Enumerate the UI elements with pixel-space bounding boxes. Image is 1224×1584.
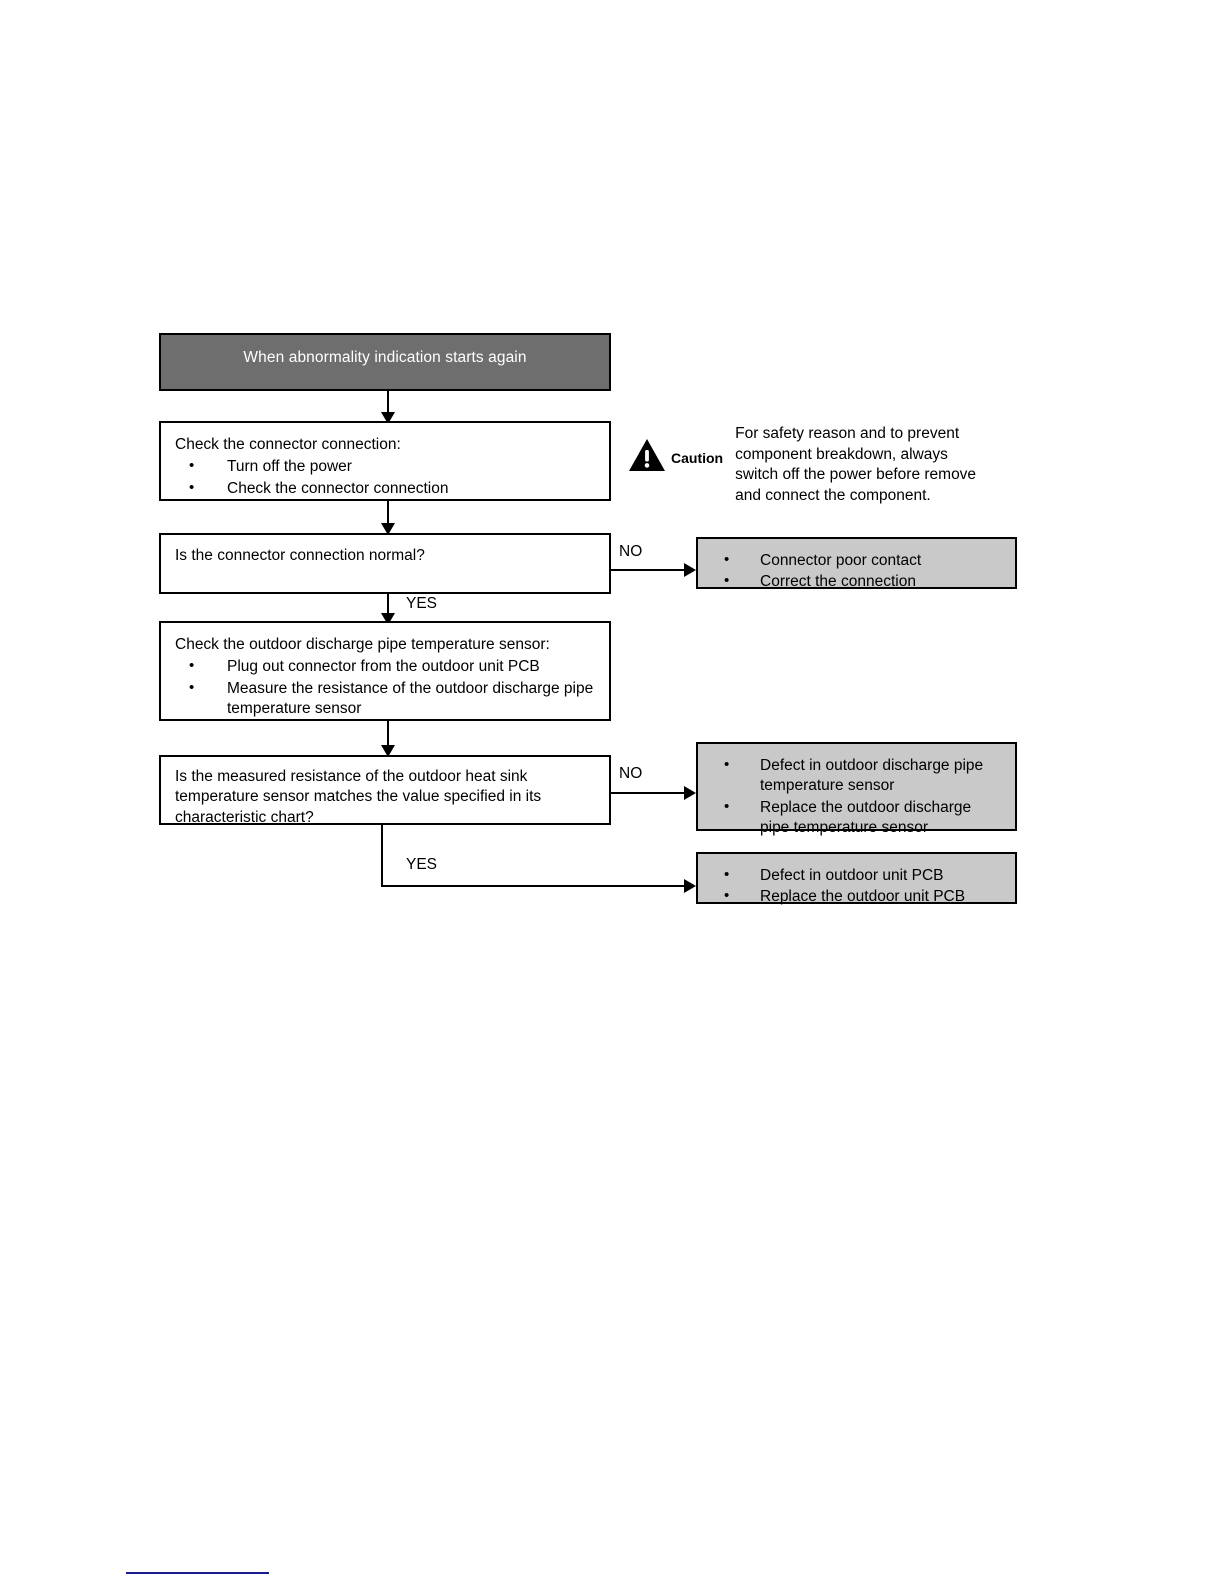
connector-line-decision2-yes-vertical <box>381 825 383 887</box>
arrow-decision2-to-pcb-defect <box>684 879 696 893</box>
edge-label-decision2-no: NO <box>619 765 643 782</box>
outcome-poor-contact-box: Connector poor contact Correct the conne… <box>696 537 1017 592</box>
caution-mark: Caution <box>628 438 723 477</box>
arrow-decision2-to-sensor-defect <box>684 786 696 800</box>
arrow-check-to-decision1 <box>381 523 395 535</box>
outcome-pcb-defect-list: Defect in outdoor unit PCB Replace the o… <box>708 865 1003 908</box>
connector-line-decision1-yes <box>387 594 389 622</box>
step-check-connector-list: Turn off the power Check the connector c… <box>175 456 595 499</box>
decision-resistance-match-question: Is the measured resistance of the outdoo… <box>175 768 542 826</box>
flow-start-header: When abnormality indication starts again <box>159 333 611 391</box>
connector-line-decision2-yes-horizontal <box>381 885 689 887</box>
connector-line-decision2-no <box>611 792 689 794</box>
list-item: Connector poor contact <box>708 550 1003 571</box>
list-item: Defect in outdoor discharge pipe tempera… <box>708 755 1003 797</box>
caution-note: Caution For safety reason and to prevent… <box>628 424 1008 506</box>
step-check-sensor-lead: Check the outdoor discharge pipe tempera… <box>175 636 550 653</box>
warning-triangle-icon <box>628 438 666 477</box>
outcome-pcb-defect-box: Defect in outdoor unit PCB Replace the o… <box>696 852 1017 907</box>
list-item: Plug out connector from the outdoor unit… <box>175 656 595 677</box>
list-item: Turn off the power <box>175 456 595 477</box>
connector-line-check-to-decision1 <box>387 501 389 529</box>
caution-text: For safety reason and to prevent compone… <box>735 425 977 504</box>
step-check-sensor-list: Plug out connector from the outdoor unit… <box>175 656 595 720</box>
arrow-decision1-to-poor-contact <box>684 563 696 577</box>
list-item: Replace the outdoor unit PCB <box>708 886 1003 907</box>
outcome-sensor-defect-list: Defect in outdoor discharge pipe tempera… <box>708 755 1003 839</box>
edge-label-decision1-yes: YES <box>406 595 438 612</box>
list-item: Check the connector connection <box>175 478 595 499</box>
outcome-sensor-defect-box: Defect in outdoor discharge pipe tempera… <box>696 742 1017 836</box>
footer-divider <box>126 1572 269 1574</box>
decision-connector-normal-question: Is the connector connection normal? <box>175 547 425 564</box>
list-item: Measure the resistance of the outdoor di… <box>175 678 595 720</box>
list-item: Correct the connection <box>708 571 1003 592</box>
list-item: Replace the outdoor discharge pipe tempe… <box>708 797 1003 839</box>
outcome-poor-contact-list: Connector poor contact Correct the conne… <box>708 550 1003 593</box>
flow-start-label: When abnormality indication starts again <box>243 349 527 366</box>
edge-label-decision1-no: NO <box>619 543 643 560</box>
step-check-connector-lead: Check the connector connection: <box>175 436 401 453</box>
decision-connector-normal-box: Is the connector connection normal? <box>159 533 611 594</box>
step-check-sensor-box: Check the outdoor discharge pipe tempera… <box>159 621 611 721</box>
list-item: Defect in outdoor unit PCB <box>708 865 1003 886</box>
connector-line-start-to-check <box>387 391 389 418</box>
connector-line-decision1-no <box>611 569 689 571</box>
arrow-step2-to-decision2 <box>381 745 395 757</box>
caution-word-label: Caution <box>671 449 724 466</box>
edge-label-decision2-yes: YES <box>406 856 438 873</box>
decision-resistance-match-box: Is the measured resistance of the outdoo… <box>159 755 611 826</box>
step-check-connector-box: Check the connector connection: Turn off… <box>159 421 611 501</box>
connector-line-step2-to-decision2 <box>387 721 389 753</box>
